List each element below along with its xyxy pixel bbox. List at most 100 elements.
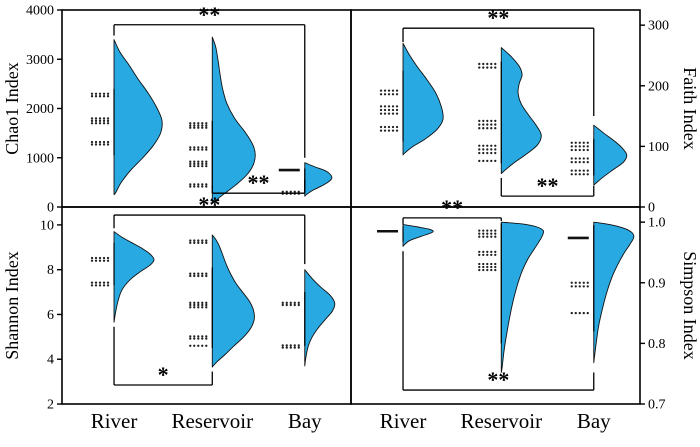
data-point (297, 344, 300, 347)
significance-label: ** (248, 170, 270, 195)
data-point (494, 123, 497, 126)
scatter-points (478, 62, 497, 163)
y-axis-title: Chao1 Index (2, 62, 22, 154)
data-point (189, 306, 192, 309)
violin-shape (304, 162, 333, 197)
data-point (197, 344, 200, 347)
data-point (478, 235, 481, 238)
data-point (478, 159, 481, 163)
violin-group-simpson-river (377, 224, 434, 247)
violin-group-shannon-river (90, 231, 155, 323)
data-point (205, 301, 208, 304)
data-point (189, 160, 192, 163)
data-point (586, 169, 589, 172)
data-point (189, 239, 192, 242)
data-point (582, 311, 585, 315)
scatter-points (90, 92, 110, 146)
tick-label: 0 (47, 201, 54, 216)
data-point (90, 281, 94, 284)
data-point (586, 141, 589, 144)
data-point (586, 173, 589, 176)
data-point (379, 125, 383, 129)
tick-label: 4000 (26, 4, 54, 19)
data-point (98, 122, 102, 125)
violin-group-chao1-reservoir (189, 36, 256, 204)
data-point (281, 190, 284, 193)
data-point (98, 117, 102, 120)
data-point (574, 281, 577, 284)
data-point (574, 311, 577, 315)
data-point (494, 229, 497, 232)
data-point (197, 146, 200, 149)
data-point (189, 337, 192, 340)
data-point (570, 173, 573, 176)
data-point (285, 346, 288, 349)
scatter-points (570, 281, 589, 315)
tick-label: 200 (648, 79, 669, 94)
data-point (494, 151, 497, 155)
data-point (494, 144, 497, 147)
significance-bracket: * (113, 326, 213, 387)
data-point (582, 173, 585, 176)
tick-label: 2 (47, 398, 54, 413)
data-point (391, 129, 395, 132)
data-point (193, 337, 196, 340)
significance-bracket: ** (402, 251, 595, 392)
data-point (383, 112, 387, 115)
data-point (482, 66, 485, 69)
data-point (486, 127, 489, 130)
violin-group-chao1-river (90, 39, 163, 196)
data-point (494, 235, 497, 238)
significance-label: ** (198, 2, 220, 27)
tick-label: 2000 (26, 102, 54, 117)
category-label: River (380, 409, 427, 433)
data-point (102, 92, 106, 95)
data-point (582, 285, 585, 288)
data-point (189, 124, 192, 127)
tick-label: 1000 (26, 151, 54, 166)
data-point (578, 160, 581, 164)
tick-label: 4 (47, 353, 54, 368)
data-point (205, 335, 208, 338)
data-point (293, 303, 296, 307)
data-point (486, 151, 489, 155)
data-point (205, 126, 208, 129)
scatter-points (570, 141, 589, 176)
data-point (102, 259, 106, 262)
data-point (574, 169, 577, 172)
data-point (193, 126, 196, 129)
data-point (482, 265, 485, 269)
significance-label: * (158, 362, 169, 387)
category-label: Bay (577, 409, 611, 433)
data-point (90, 140, 94, 144)
data-point (193, 274, 196, 278)
data-point (193, 164, 196, 168)
data-point (102, 256, 106, 260)
data-point (387, 125, 391, 129)
data-point (478, 232, 481, 235)
data-point (285, 301, 288, 304)
data-point (189, 122, 192, 125)
data-point (574, 157, 577, 160)
data-point (205, 306, 208, 309)
significance-bracket: ** (500, 173, 595, 198)
data-point (383, 93, 387, 96)
violin-group-faith-river (379, 42, 444, 156)
data-point (193, 239, 196, 242)
data-point (102, 140, 106, 144)
y-axis-title: Shannon Index (2, 251, 22, 359)
data-point (193, 306, 196, 309)
data-point (94, 140, 98, 144)
data-point (106, 256, 110, 260)
data-point (574, 173, 577, 176)
data-point (297, 190, 300, 193)
data-point (391, 105, 395, 108)
tick-label: 100 (648, 140, 669, 155)
tick-label: 10 (40, 218, 54, 233)
data-point (281, 303, 284, 307)
data-point (486, 148, 489, 151)
data-point (197, 303, 200, 307)
data-point (197, 160, 200, 163)
data-point (387, 105, 391, 108)
data-point (494, 66, 497, 69)
